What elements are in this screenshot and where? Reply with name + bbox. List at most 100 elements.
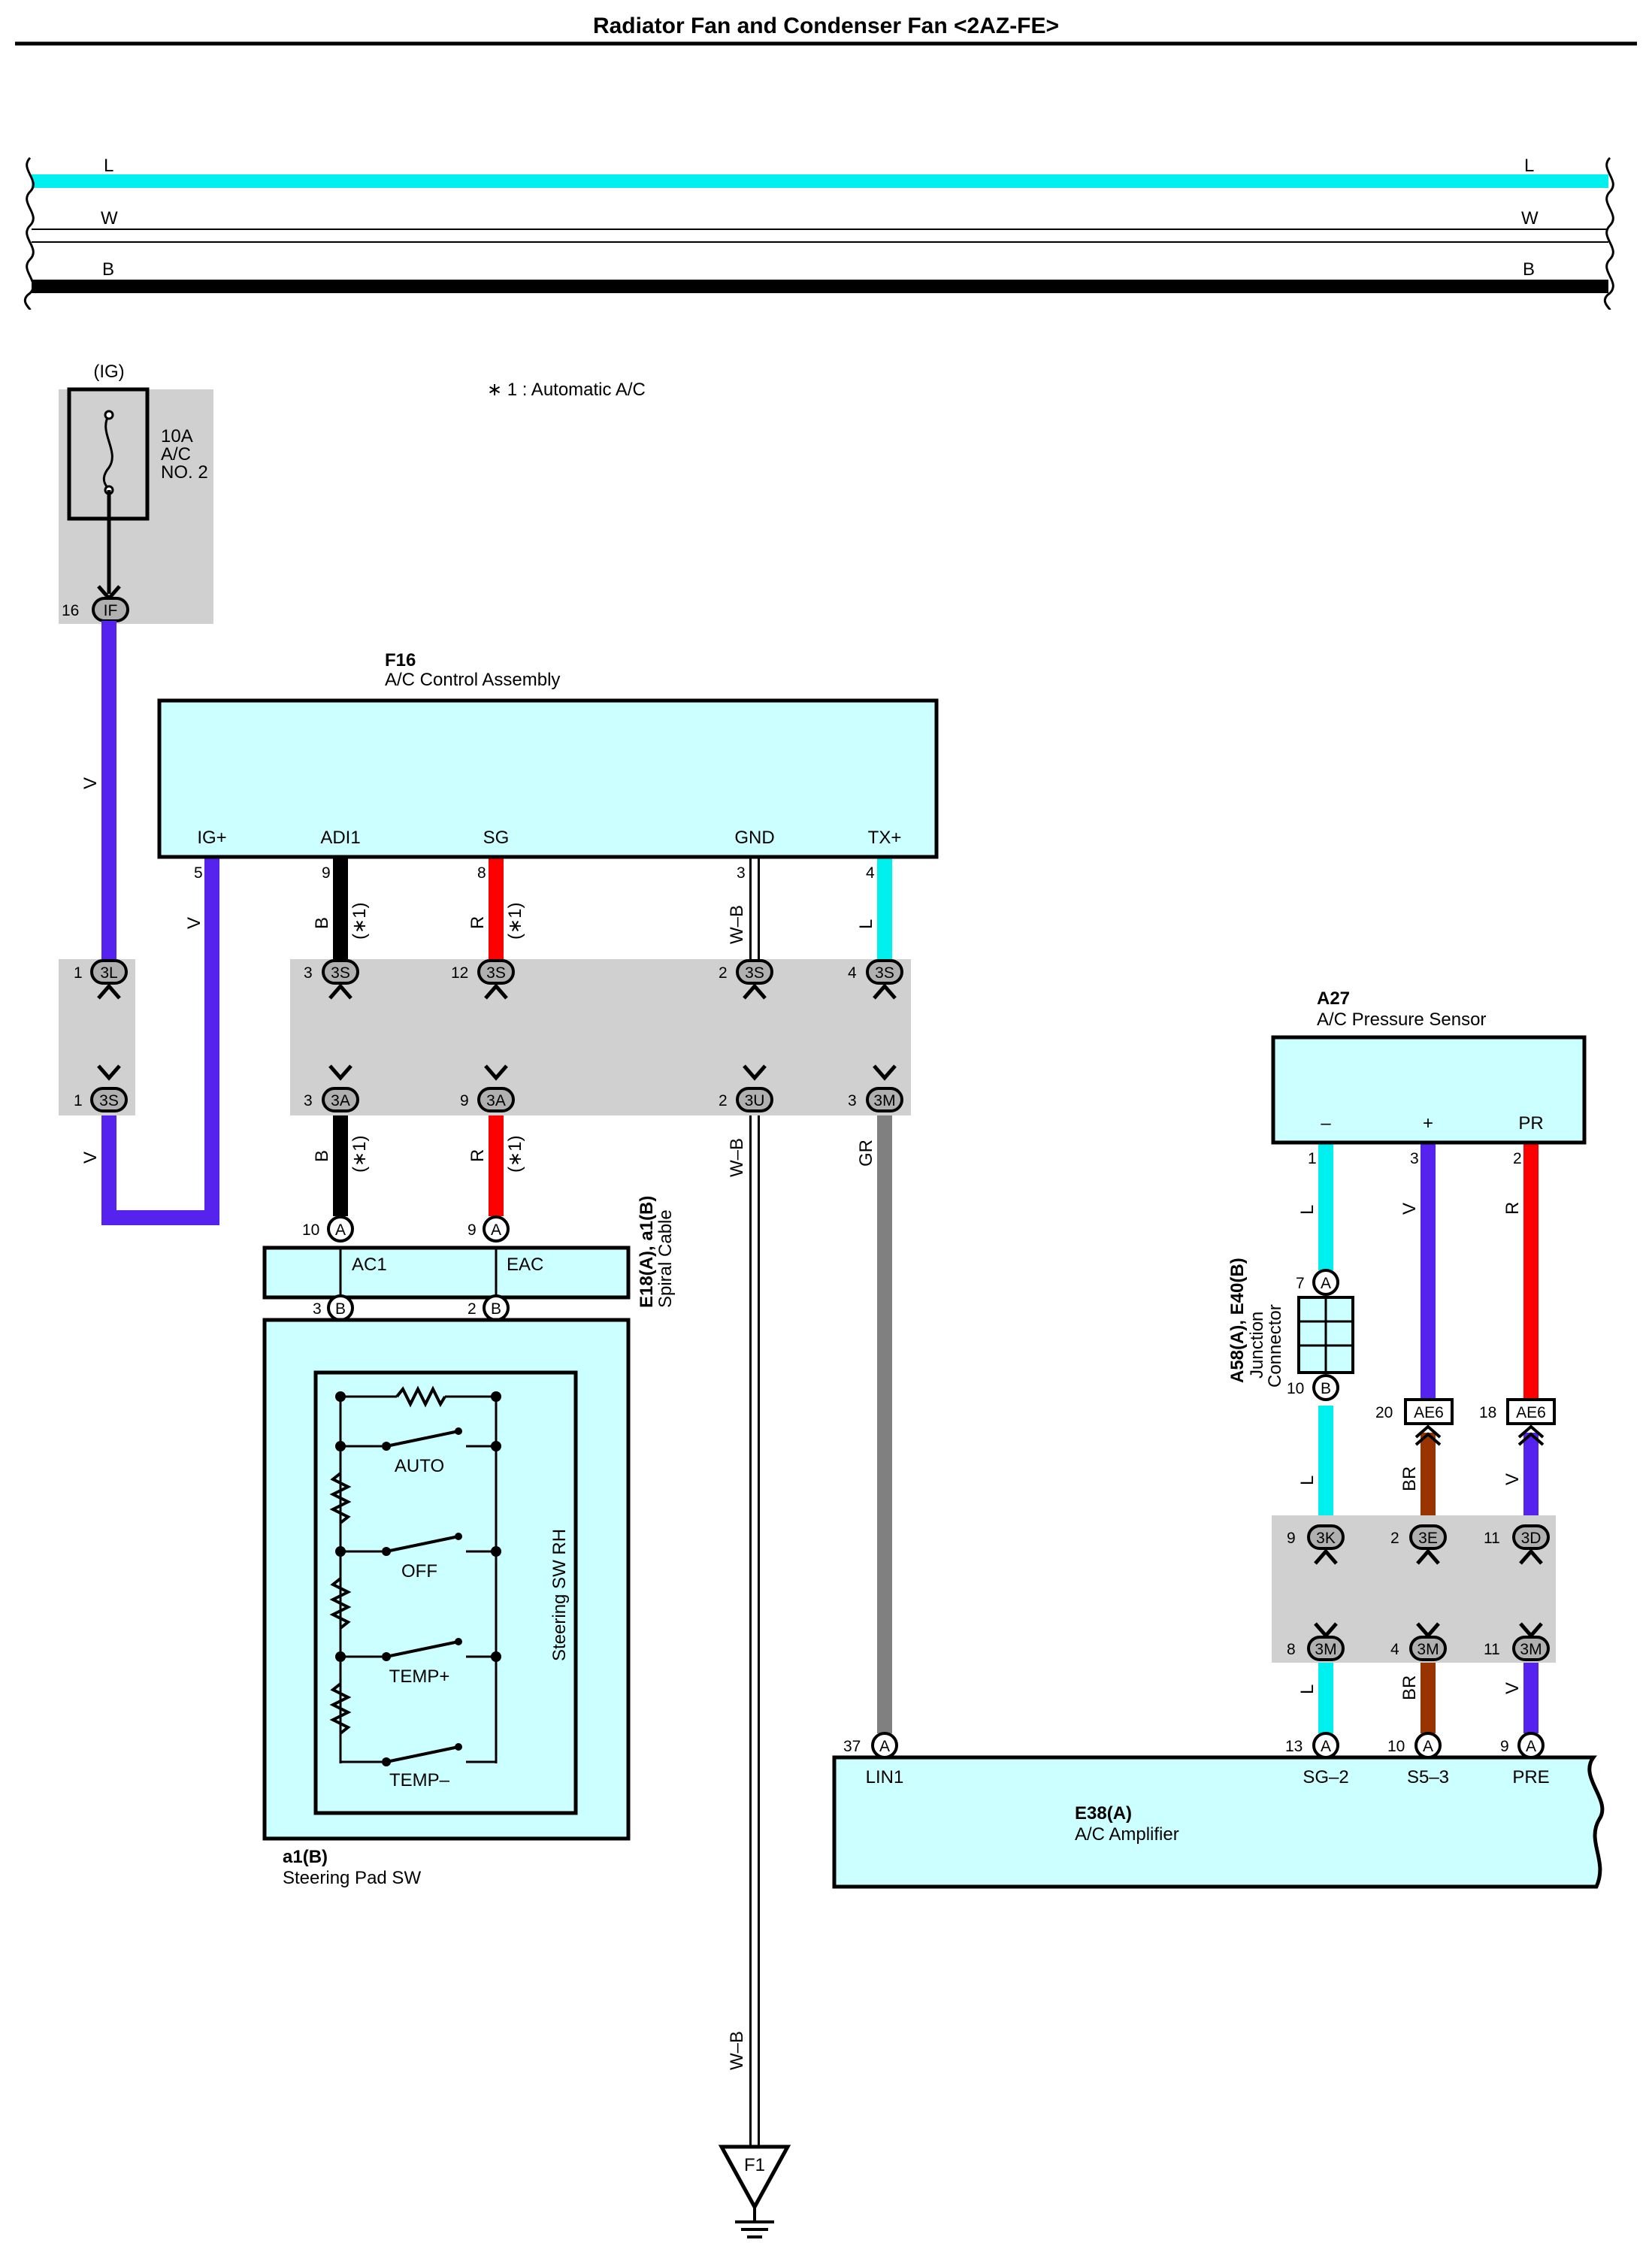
fuse-connector-label: IF xyxy=(104,602,118,619)
junction-right-top-conn-2: 3E xyxy=(1418,1530,1438,1547)
junction-right-bottom-pin-3: 11 xyxy=(1484,1641,1500,1658)
f16-terminal-ig: IG+ xyxy=(197,828,226,848)
switch-auto: AUTO xyxy=(340,1427,496,1476)
f16-name: A/C Control Assembly xyxy=(385,670,560,690)
wires xyxy=(101,621,1539,2146)
steering-pad-code: a1(B) xyxy=(283,1847,328,1867)
bus-break-left xyxy=(23,156,35,310)
switch-temp-plus-label: TEMP+ xyxy=(389,1666,450,1687)
switch-auto-node-right xyxy=(455,1427,462,1435)
f16-terminal-sg: SG xyxy=(483,828,510,848)
a27-terminal-plus: + xyxy=(1423,1113,1433,1134)
junction-mid-bottom-oval-4 xyxy=(866,1087,903,1112)
ground-f1: F1 xyxy=(718,2145,791,2238)
node-dot-8 xyxy=(491,1651,501,1662)
ae6-pin-1: 20 xyxy=(1375,1404,1393,1421)
junction-right-top-oval-1 xyxy=(1307,1524,1345,1550)
fuse-name-line2: NO. 2 xyxy=(161,462,208,483)
junction-right-bottom-oval-1 xyxy=(1307,1636,1345,1661)
junction-right-top-conn-3: 3D xyxy=(1521,1530,1542,1547)
label-wb-ground: W–B xyxy=(727,2031,747,2070)
junction-mid: 3S 3 3A 3 3S 12 3A 9 3S 2 3U 2 3S 4 3M 3 xyxy=(290,959,911,1115)
junction-right-bottom-pin-2: 4 xyxy=(1390,1641,1399,1658)
junction-connector: A 7 B 10 A58(A), E40(B) Junction Connect… xyxy=(1227,1258,1354,1401)
node-dot-5 xyxy=(335,1546,346,1557)
spiral-top-pin-2: 9 xyxy=(467,1221,477,1239)
junction-mid-bottom-pin-2: 9 xyxy=(460,1092,469,1109)
spiral-name: Spiral Cable xyxy=(655,1209,676,1308)
label-l-a27-3: L xyxy=(1297,1684,1318,1694)
f16-terminal-tx: TX+ xyxy=(868,828,902,848)
junction-right-bottom-oval-2 xyxy=(1409,1636,1447,1661)
steering-sw-rh-label: Steering SW RH xyxy=(549,1529,570,1661)
f16-pin-ig: 5 xyxy=(194,864,203,882)
spiral-terminal-eac: EAC xyxy=(507,1255,543,1275)
junction-right-top-oval-3 xyxy=(1512,1524,1550,1550)
switch-temp-plus-blade xyxy=(386,1640,459,1658)
junction-right-top-pin-1: 9 xyxy=(1287,1530,1296,1547)
junction-right-top-pin-2: 2 xyxy=(1390,1530,1399,1547)
switch-auto-label: AUTO xyxy=(395,1456,444,1476)
ae6-chevron-icon-1a xyxy=(1414,1424,1442,1439)
spiral-cable: A 10 A 9 AC1 EAC B 3 B 2 E18(A), a1(B) S… xyxy=(262,1196,676,1321)
f16-code: F16 xyxy=(385,650,416,670)
switch-temp-minus-label: TEMP– xyxy=(389,1770,450,1790)
junction-mid-bottom-pin-4: 3 xyxy=(848,1092,857,1109)
jc-code: A58(A), E40(B) xyxy=(1227,1258,1248,1383)
junction-mid-top-pin-4: 4 xyxy=(848,964,857,982)
f16-pin-sg: 8 xyxy=(477,864,486,882)
steering-sw-rh-box xyxy=(313,1370,578,1815)
a27-box xyxy=(1271,1035,1587,1145)
switch-temp-minus-node-right xyxy=(455,1743,462,1751)
label-r-lower: R xyxy=(467,1149,488,1162)
junction-mid-top-conn-4: 3S xyxy=(875,964,894,982)
junction-mid-top-oval-4 xyxy=(866,959,903,985)
fuse-block-bg xyxy=(59,389,213,624)
f16-pin-gnd: 3 xyxy=(737,864,746,882)
e38-conn-label-s53: A xyxy=(1423,1738,1433,1755)
a27-pressure-sensor: A27 A/C Pressure Sensor – + PR 1 3 2 xyxy=(1271,988,1587,1167)
jc-name-line1: Junction xyxy=(1247,1312,1267,1379)
label-v-a27-3: V xyxy=(1502,1682,1523,1694)
label-star1-b-lower: (∗1) xyxy=(349,1136,370,1173)
node-dot-1 xyxy=(335,1391,346,1402)
label-v-a27-2: V xyxy=(1502,1473,1523,1485)
junction-right-top-conn-1: 3K xyxy=(1316,1530,1336,1547)
spiral-top-conn-label-2: A xyxy=(491,1221,501,1239)
f16-terminal-adi1: ADI1 xyxy=(320,828,360,848)
junction-mid-up-arrow-icon-4 xyxy=(873,983,897,1000)
node-dot-7 xyxy=(335,1651,346,1662)
junction-mid-down-arrow-icon-1 xyxy=(328,1064,352,1081)
a27-pin-plus: 3 xyxy=(1410,1150,1419,1167)
switch-temp-minus-blade xyxy=(386,1745,459,1763)
ae6-pin-2: 18 xyxy=(1479,1404,1496,1421)
node-dot-6 xyxy=(491,1546,501,1557)
junction-mid-bottom-pin-3: 2 xyxy=(719,1092,728,1109)
a27-terminal-minus: – xyxy=(1321,1113,1331,1134)
label-gr-lin1: GR xyxy=(856,1140,876,1167)
junction-right-top-pin-3: 11 xyxy=(1484,1530,1500,1547)
e38-box xyxy=(832,1755,1605,1889)
junction-left-top-oval xyxy=(90,959,128,985)
jc-top-conn-label: A xyxy=(1321,1275,1331,1292)
junction-mid-top-conn-3: 3S xyxy=(745,964,764,982)
label-b-lower: B xyxy=(312,1150,332,1162)
node-dot-3 xyxy=(335,1441,346,1451)
junction-mid-bottom-conn-3: 3U xyxy=(745,1092,765,1109)
switch-auto-blade xyxy=(386,1430,459,1448)
bus-wires: L L W W B B xyxy=(23,156,1614,310)
label-v-1: V xyxy=(80,777,101,789)
junction-mid-top-conn-2: 3S xyxy=(486,964,506,982)
bus-label-b-right: B xyxy=(1523,259,1535,280)
junction-mid-bottom-pin-1: 3 xyxy=(304,1092,313,1109)
ae6-chevron-icon-1b xyxy=(1414,1432,1442,1446)
junction-mid-top-pin-1: 3 xyxy=(304,964,313,982)
e38-code: E38(A) xyxy=(1075,1803,1132,1824)
e38-terminal-s53: S5–3 xyxy=(1407,1767,1449,1787)
bus-label-w-right: W xyxy=(1521,208,1539,229)
junction-mid-down-arrow-icon-4 xyxy=(873,1064,897,1081)
jc-top-pin: 7 xyxy=(1296,1275,1305,1292)
f16-pin-adi1: 9 xyxy=(322,864,331,882)
junction-mid-bg xyxy=(290,959,911,1115)
